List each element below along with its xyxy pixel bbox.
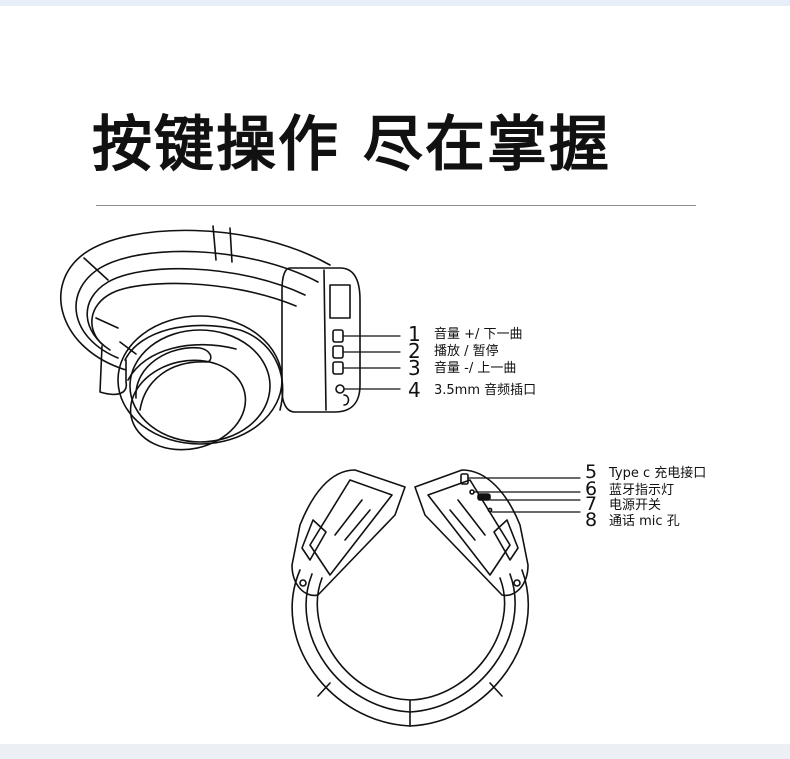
callout-number: 1: [408, 322, 421, 346]
callout-label: 音量 +/ 下一曲: [434, 327, 523, 342]
callout-number: 5: [585, 461, 598, 483]
headphone-folded-view: [291, 469, 581, 727]
callout-number: 6: [585, 478, 598, 500]
callout-number: 2: [408, 339, 421, 363]
top-strip: [0, 0, 790, 6]
callout-label: 音量 -/ 上一曲: [434, 361, 517, 376]
page-title: 按键操作 尽在掌握: [92, 110, 611, 180]
callout-number: 4: [408, 378, 421, 402]
headphone-side-view: [59, 225, 401, 451]
callout-label: 蓝牙指示灯: [609, 483, 675, 498]
callout-label: 3.5mm 音频插口: [434, 383, 537, 398]
callout-label: 播放 / 暂停: [434, 344, 499, 359]
callout-number: 8: [585, 509, 598, 531]
callout-label: 通话 mic 孔: [609, 514, 680, 529]
bottom-strip: [0, 744, 790, 759]
callout-label: Type c 充电接口: [609, 466, 707, 481]
callout-label: 电源开关: [609, 498, 662, 513]
title-divider: [96, 205, 696, 206]
callout-number: 7: [585, 493, 598, 515]
callout-number: 3: [408, 356, 421, 380]
